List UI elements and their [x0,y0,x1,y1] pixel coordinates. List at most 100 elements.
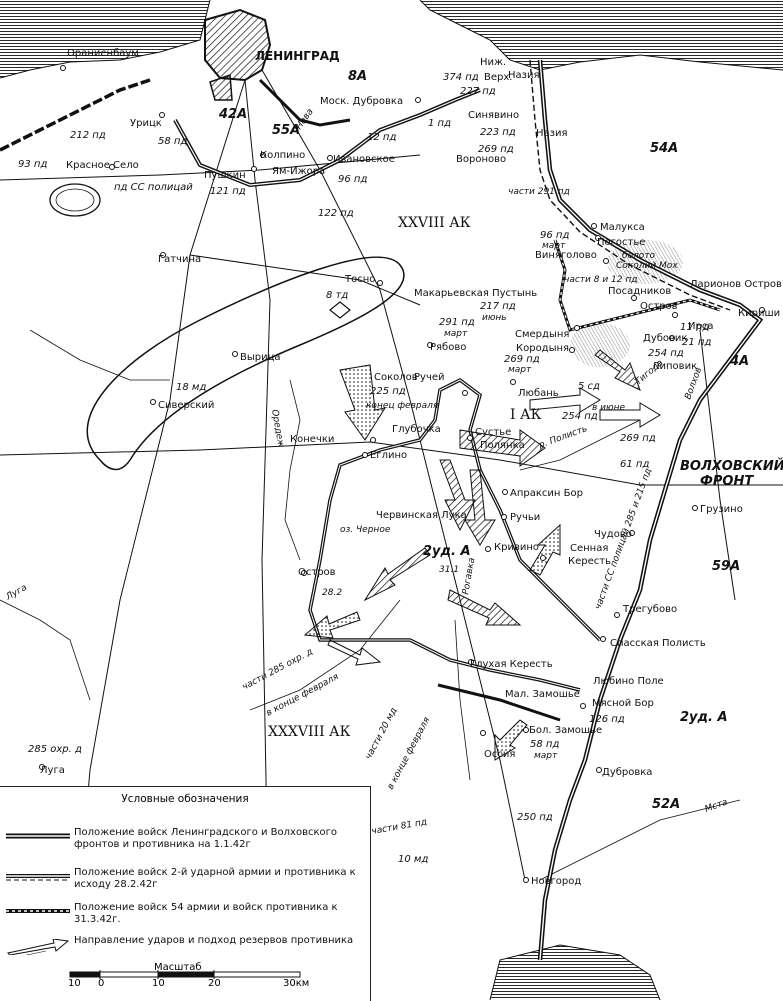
legend-item-front-31-3-42: Положение войск 54 армии и войск противн… [0,902,370,942]
unit-label: 122 пд [318,208,354,219]
front-label: ФРОНТ [700,474,754,489]
front-line-28-2-42 [308,377,602,722]
place-label: Ручьи [510,512,540,523]
army-label: 42А [218,107,247,122]
scale-label: 20 [208,978,221,989]
legend-swatch-double [6,874,70,881]
place-label: Вырица [240,352,281,363]
army-label: 59А [712,559,740,574]
place-label: Пушкин [204,170,246,181]
unit-label: 96 пд [338,174,367,185]
place-label: Ивановское [333,154,395,165]
scale-label: 0 [98,978,105,989]
unit-label: части 8 и 12 пд [564,275,637,285]
river-label: Тигода [634,358,666,387]
place-label: Кириши [738,308,780,319]
rivers [0,329,741,881]
place-label: Сенная [570,543,608,554]
place-label: Любино Поле [593,676,664,687]
place-label: Мясной Бор [592,698,654,709]
unit-label: 58 пд [158,136,187,147]
unit-label: июнь [482,313,507,323]
unit-label: март [444,329,468,339]
unit-label: в конце февраля [386,715,433,791]
unit-label: пд СС полицай [114,182,193,193]
place-label: Посадников [608,286,671,297]
unit-label: 126 пд [589,714,625,725]
place-label: Синявино [468,110,519,121]
place-label: Глухая Кересть [470,659,553,670]
lake-ladoga [419,0,783,71]
place-label: Ниж. [480,57,506,68]
unit-label: 93 пд [18,159,47,170]
small-lake [49,183,101,217]
place-label: Верх. [484,72,512,83]
swamp [570,323,630,367]
date-label: 28.2 [322,588,342,598]
unit-label: 285 охр. д [28,744,82,755]
river-label: Рогавка [461,557,477,596]
place-label: Мал. Замошье [505,689,580,700]
unit-label: 250 пд [517,812,553,823]
place-labels: ЛЕНИНГРАД Ораниенбаум Урицк Красное Село… [40,48,782,887]
scale-label: 30км [283,978,310,989]
place-label: Красное Село [66,160,139,171]
unit-label: 12 пд [367,132,396,143]
place-label: Гатчина [158,254,201,265]
army-label: 54А [650,141,678,156]
place-label: Кородыня [516,343,569,354]
unit-label: 254 пд [648,348,684,359]
place-label: Макарьевская Пустынь [414,288,537,299]
army-labels: 8А 42А 55А 54А 4А 59А 2уд. А 2уд. А 52А … [218,69,783,812]
unit-label: 212 пд [70,130,106,141]
date-label: 31.1 [439,565,459,575]
place-label: Сустье [475,427,511,438]
corps-label: XXVIII АК [398,215,471,231]
place-label: Ручей [414,372,445,383]
place-label: Моск. Дубровка [320,96,403,107]
unit-label: 5 сд [578,381,600,392]
place-label: Кривино [494,542,539,553]
legend-text: Направление ударов и подход резервов про… [74,935,354,946]
legend-swatch-dashed [6,909,70,913]
legend-item-attack-direction: Направление ударов и подход резервов про… [0,935,370,975]
front-label: ВОЛХОВСКИЙ [680,458,783,474]
place-label: Виняголово [535,250,597,261]
legend-text: Положение войск 54 армии и войск противн… [74,902,338,925]
legend-swatch-solid [6,833,70,839]
unit-label: 1 пд [428,118,451,129]
unit-label: конец февраля [366,401,439,411]
place-label: Любань [518,388,559,399]
front-line-1-1-42 [0,59,764,961]
river-label: р. Полисть [537,424,589,451]
place-label: Вороново [456,154,506,165]
place-label: Рябово [430,342,466,353]
unit-label: 96 пд [540,230,569,241]
corps-label: XXXVIII АК [268,724,351,740]
place-label: Полянка [480,440,525,451]
place-label: Еглино [370,450,407,461]
place-label: Оссия [484,749,515,760]
unit-label: март [534,751,558,761]
unit-label: 227 пд [460,86,496,97]
unit-label: 225 пд [370,386,406,397]
unit-label: 223 пд [480,127,516,138]
unit-label: части 291 пд [508,187,570,197]
army-label: 4А [729,354,749,369]
unit-label: 58 пд [530,739,559,750]
unit-label: март [508,365,532,375]
city-label: ЛЕНИНГРАД [255,49,340,63]
place-label: Новгород [531,876,581,887]
unit-label: март [542,241,566,251]
place-label: Колпино [260,150,305,161]
place-label: Тосно [344,274,375,285]
place-label: Смердыня [515,329,569,340]
river-label: Луга [4,583,29,603]
legend-text: Положение войск 2-й ударной армии и прот… [74,867,356,890]
place-label: Чудово [594,529,632,540]
leningrad-city [204,8,272,101]
unit-label: части 285 охр. д [241,647,315,693]
army-label: 2уд. А [423,544,471,559]
unit-label: 217 пд [480,301,516,312]
place-label: Ораниенбаум [67,48,139,59]
